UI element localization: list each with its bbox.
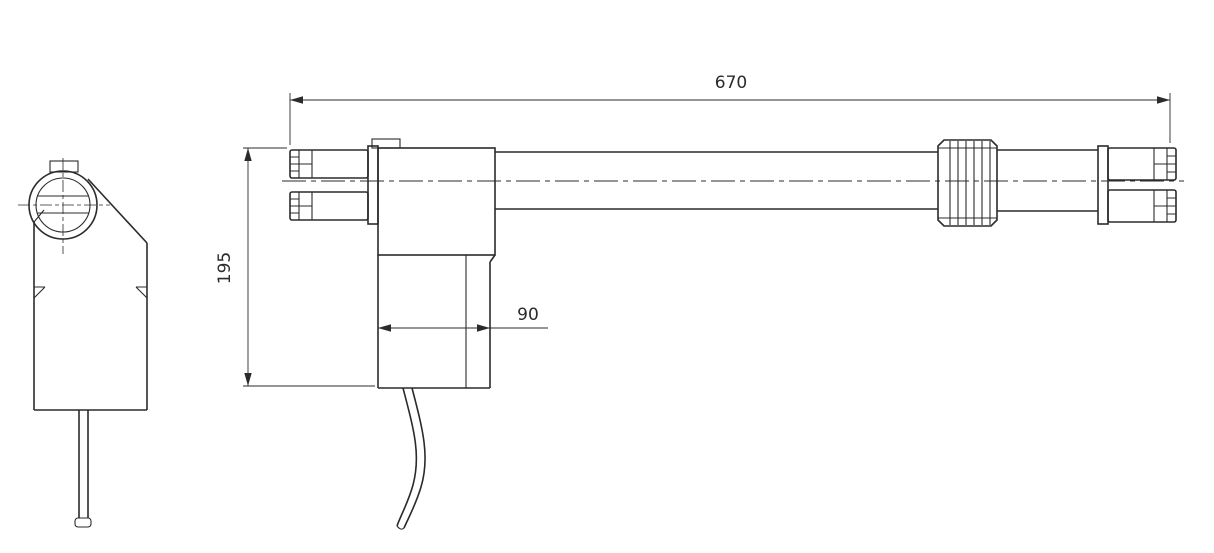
front-clevis (1097, 145, 1177, 225)
cable-end-cap (396, 525, 405, 530)
dimension-overall-height: 195 (215, 147, 375, 387)
main-view (282, 138, 1184, 530)
center-mark (18, 158, 110, 254)
side-housing-outline (33, 178, 148, 411)
dimension-overall-length: 670 (289, 73, 1171, 145)
actuator-tube-left (495, 151, 938, 210)
adjustment-collar (937, 139, 998, 227)
rod-end-cap (74, 517, 92, 528)
knurl-grip-lines (949, 141, 991, 225)
actuator-tube-right (997, 149, 1098, 212)
piston-rod (74, 410, 92, 528)
dim-90-label: 90 (517, 305, 539, 325)
motor-housing (371, 138, 496, 389)
side-view (18, 158, 148, 528)
dim-195-label: 195 (215, 252, 235, 284)
rear-clevis (289, 145, 379, 225)
dimension-body-width: 90 (378, 305, 548, 332)
motor-cap-tab (49, 160, 79, 173)
dim-670-label: 670 (715, 73, 747, 93)
power-cable (396, 387, 426, 530)
dimensions: 670 195 90 (215, 73, 1171, 387)
